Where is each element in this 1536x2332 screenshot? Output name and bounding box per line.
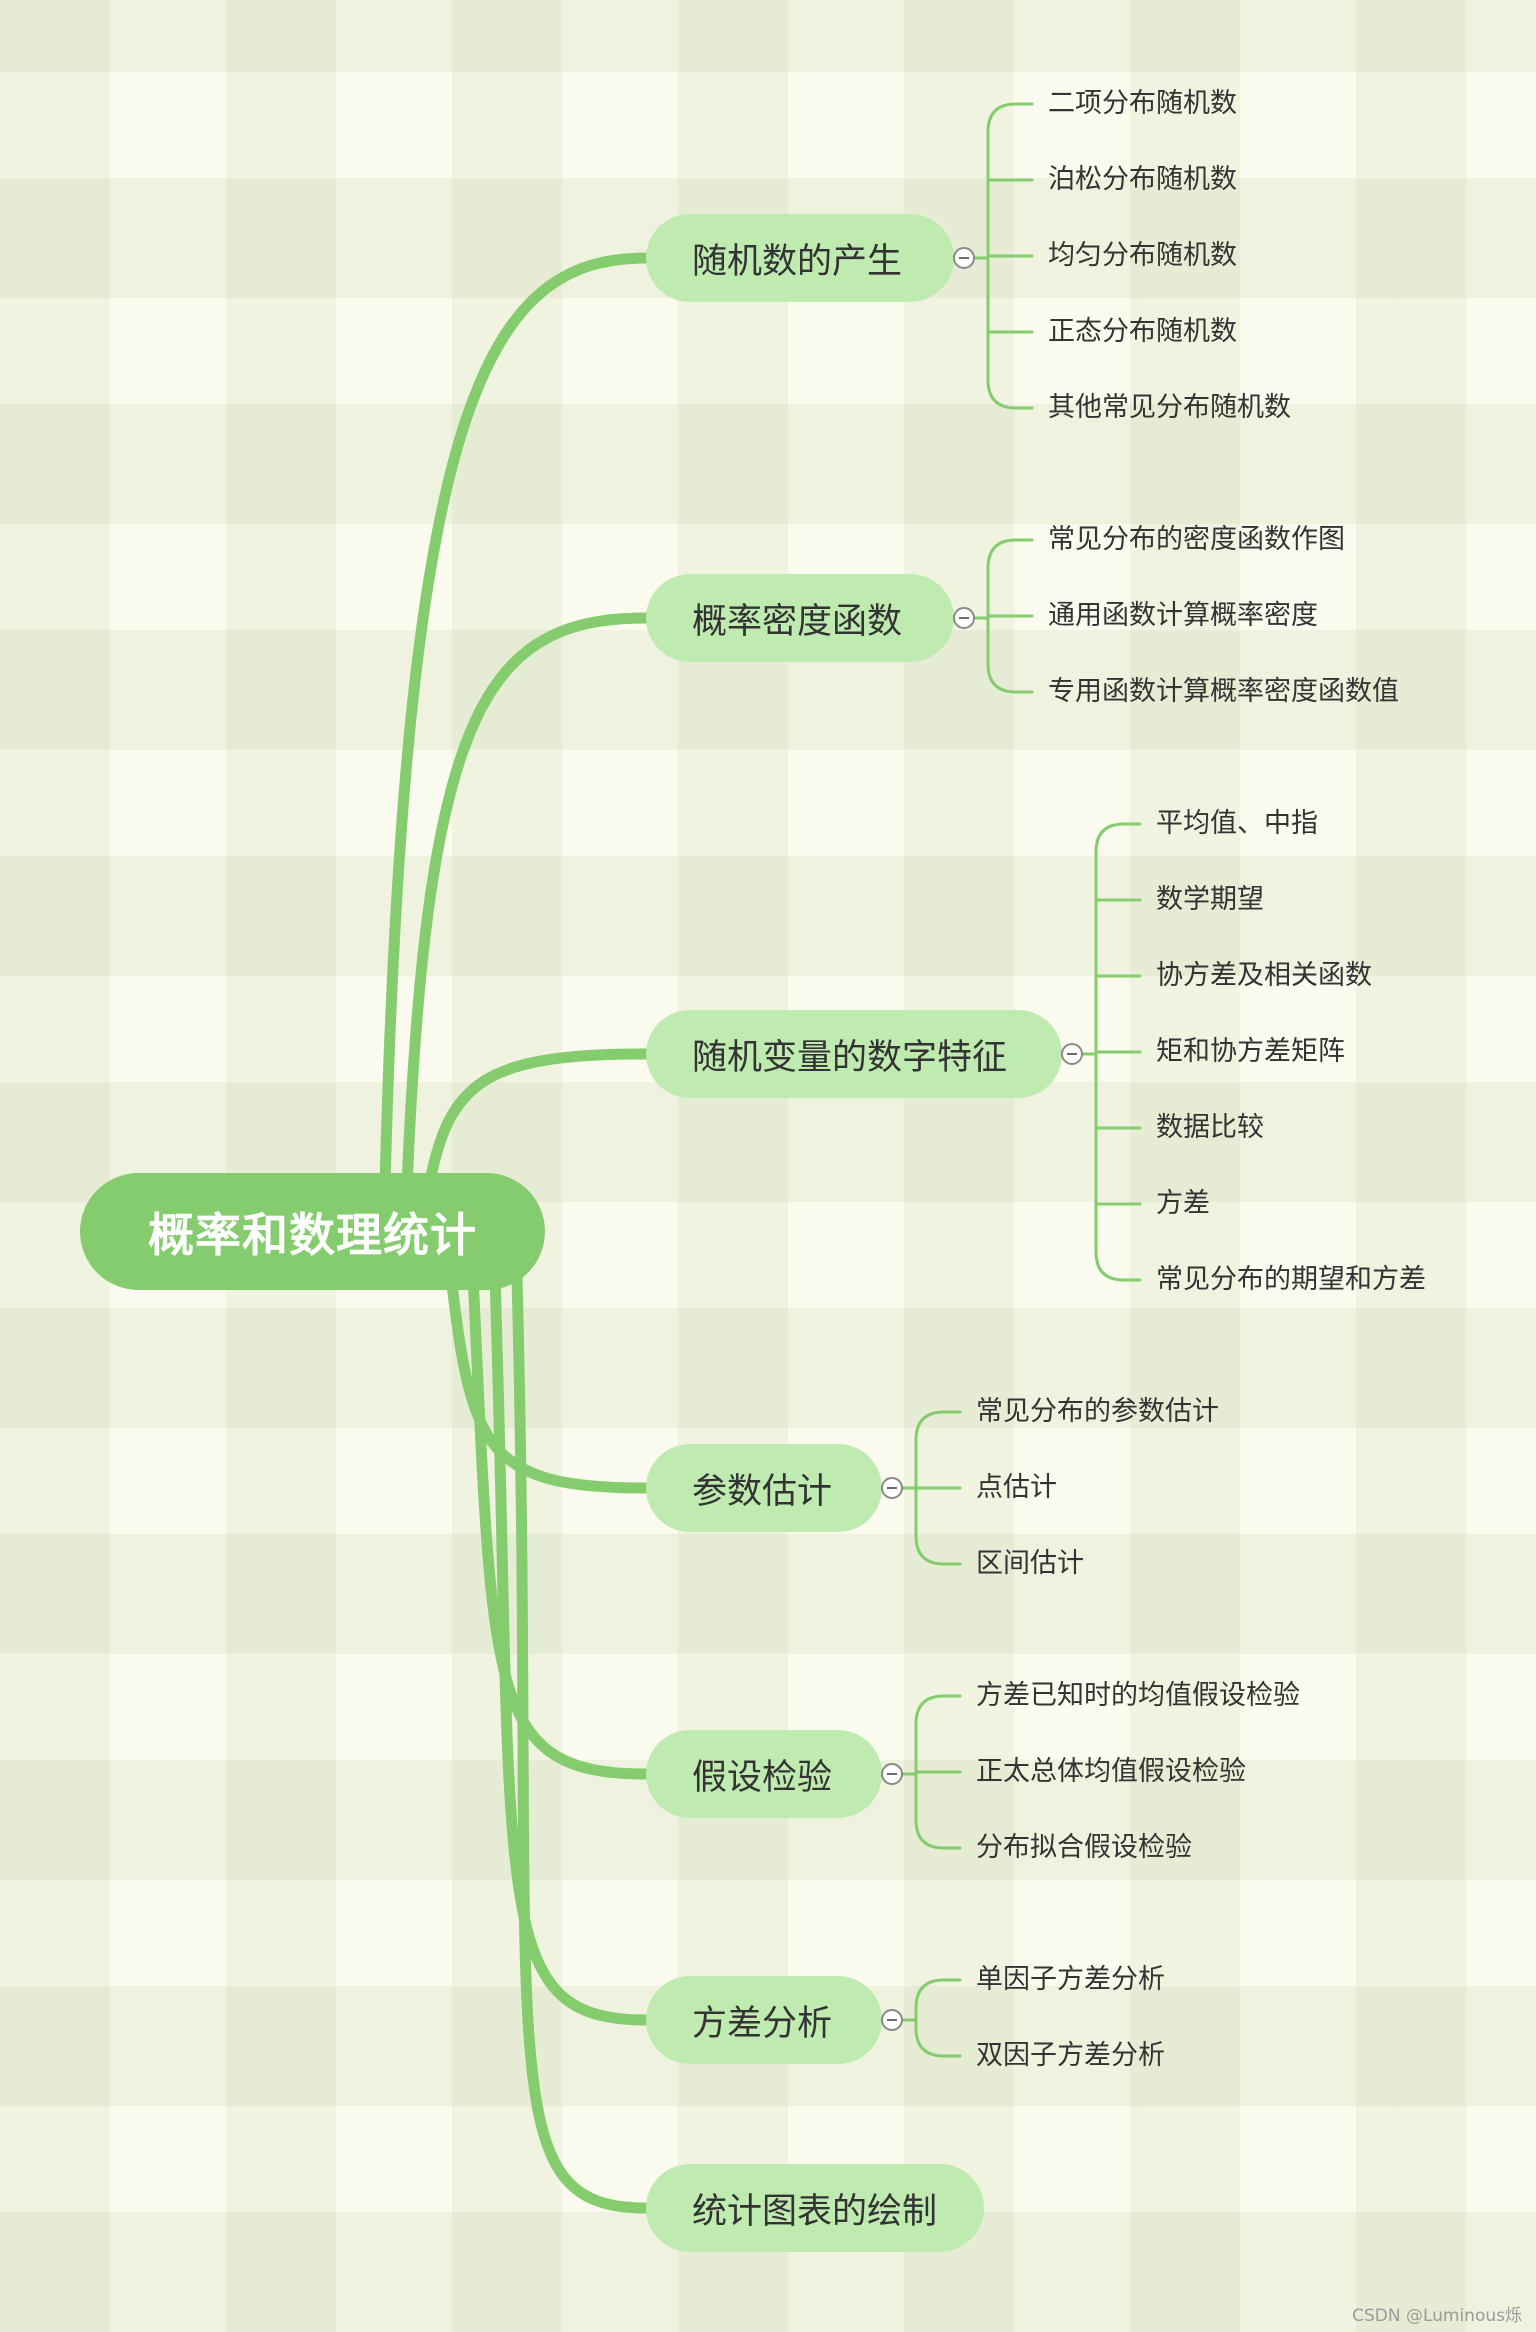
leaf-node[interactable]: 均匀分布随机数 (1048, 240, 1237, 271)
leaf-node[interactable]: 二项分布随机数 (1048, 88, 1237, 119)
root-node[interactable]: 概率和数理统计 (80, 1173, 545, 1290)
leaf-node[interactable]: 矩和协方差矩阵 (1156, 1036, 1345, 1067)
collapse-toggle-icon[interactable] (1061, 1043, 1083, 1065)
root-branch-connector (511, 1270, 652, 2214)
collapse-toggle-icon[interactable] (881, 1763, 903, 1785)
collapse-toggle-icon[interactable] (881, 1477, 903, 1499)
collapse-toggle-icon[interactable] (881, 2009, 903, 2031)
branch-node[interactable]: 参数估计 (646, 1444, 882, 1532)
branch-node[interactable]: 随机数的产生 (646, 214, 954, 302)
leaf-node[interactable]: 常见分布的期望和方差 (1156, 1264, 1426, 1295)
branch-node[interactable]: 假设检验 (646, 1730, 882, 1818)
leaf-node[interactable]: 专用函数计算概率密度函数值 (1048, 676, 1399, 707)
leaf-node[interactable]: 数学期望 (1156, 884, 1264, 915)
leaf-node[interactable]: 常见分布的参数估计 (976, 1396, 1219, 1427)
branch-node[interactable]: 概率密度函数 (646, 574, 954, 662)
leaf-node[interactable]: 协方差及相关函数 (1156, 960, 1372, 991)
leaf-node[interactable]: 分布拟合假设检验 (976, 1832, 1192, 1863)
leaf-node[interactable]: 双因子方差分析 (976, 2040, 1165, 2071)
leaf-node[interactable]: 平均值、中指 (1156, 808, 1318, 839)
collapse-toggle-icon[interactable] (953, 247, 975, 269)
leaf-node[interactable]: 方差已知时的均值假设检验 (976, 1680, 1300, 1711)
leaf-node[interactable]: 区间估计 (976, 1548, 1084, 1579)
leaf-node[interactable]: 泊松分布随机数 (1048, 164, 1237, 195)
leaf-node[interactable]: 其他常见分布随机数 (1048, 392, 1291, 423)
collapse-toggle-icon[interactable] (953, 607, 975, 629)
watermark: CSDN @Luminous烁 (1352, 2306, 1522, 2326)
root-branch-connector (401, 612, 652, 1192)
root-branch-connector (423, 1048, 652, 1192)
branch-node[interactable]: 统计图表的绘制 (646, 2164, 984, 2252)
root-branch-connector (379, 252, 652, 1192)
branch-node[interactable]: 随机变量的数字特征 (646, 1010, 1062, 1098)
leaf-node[interactable]: 单因子方差分析 (976, 1964, 1165, 1995)
leaf-spine (914, 1978, 946, 2058)
leaf-node[interactable]: 正太总体均值假设检验 (976, 1756, 1246, 1787)
branch-node[interactable]: 方差分析 (646, 1976, 882, 2064)
leaf-node[interactable]: 常见分布的密度函数作图 (1048, 524, 1345, 555)
leaf-node[interactable]: 正态分布随机数 (1048, 316, 1237, 347)
root-branch-connector (489, 1270, 652, 2026)
leaf-node[interactable]: 方差 (1156, 1188, 1210, 1219)
leaf-node[interactable]: 通用函数计算概率密度 (1048, 600, 1318, 631)
leaf-node[interactable]: 数据比较 (1156, 1112, 1264, 1143)
leaf-node[interactable]: 点估计 (976, 1472, 1057, 1503)
